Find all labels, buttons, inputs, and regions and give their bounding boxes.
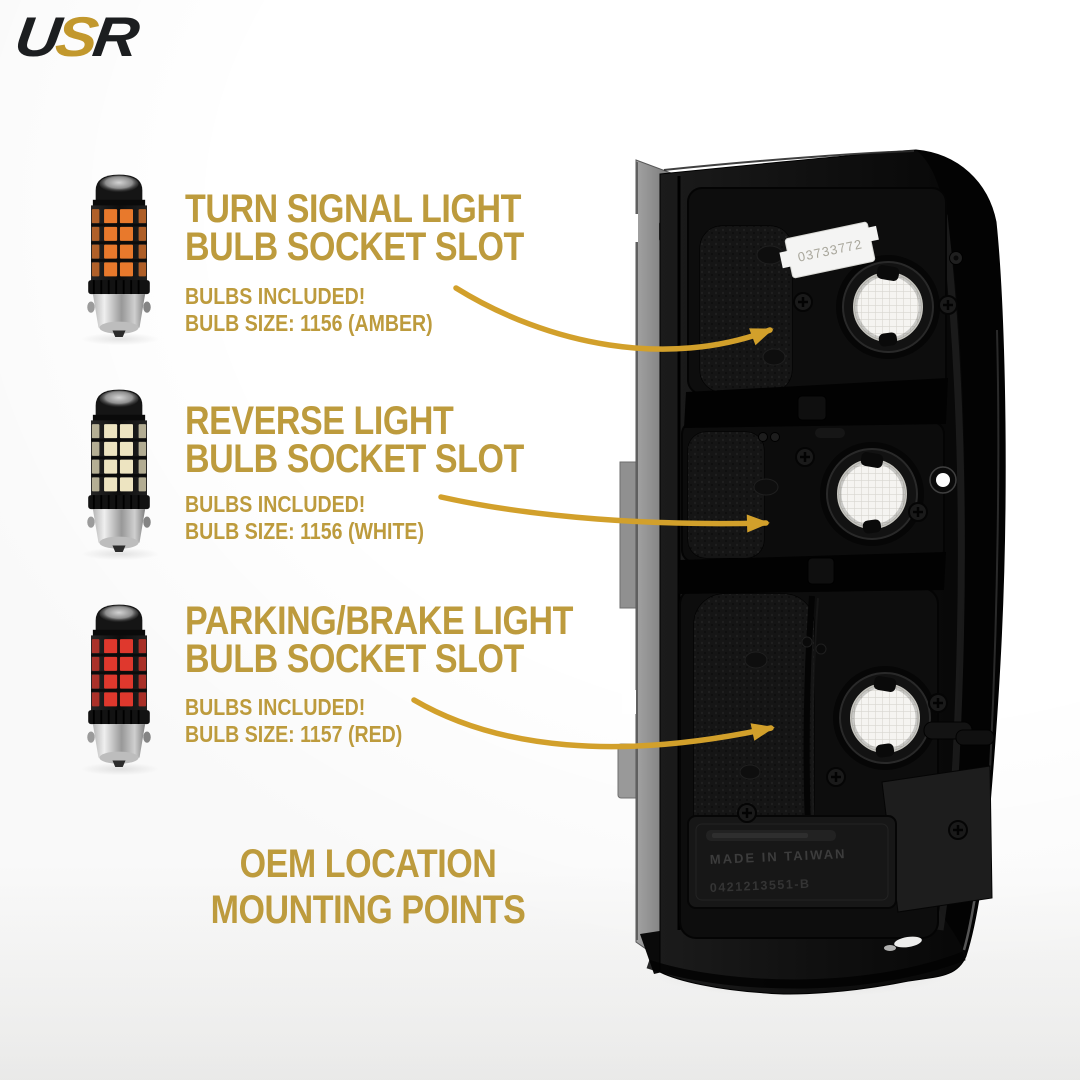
- brand-logo: USR: [11, 4, 139, 69]
- drain-hole: [929, 466, 957, 494]
- bottom-rim: [646, 951, 966, 989]
- molding-divots: [739, 245, 827, 780]
- embossed-panel: MADE IN TAIWAN 0421213551-B: [687, 815, 897, 909]
- note-line: BULBS INCLUDED!: [185, 283, 366, 309]
- title-line: BULB SOCKET SLOT: [185, 225, 524, 269]
- tail-light-housing: MADE IN TAIWAN 0421213551-B: [617, 149, 1006, 995]
- title-line: REVERSE LIGHT: [185, 399, 454, 443]
- callout-note-turn-signal: BULBS INCLUDED! BULB SIZE: 1156 (AMBER): [185, 283, 476, 337]
- led-chips: [91, 209, 147, 277]
- white-led-bulb-svg: [87, 389, 151, 552]
- callout-title-reverse: REVERSE LIGHT BULB SOCKET SLOT: [185, 399, 584, 481]
- callout-title-parking-brake: PARKING/BRAKE LIGHT BULB SOCKET SLOT: [185, 599, 641, 681]
- reverse-socket-slot: [820, 442, 924, 546]
- title-line: BULB SOCKET SLOT: [185, 437, 524, 481]
- note-line: BULBS INCLUDED!: [185, 491, 366, 517]
- bulb-shadow: [64, 545, 176, 563]
- bulb-shadow: [64, 330, 176, 348]
- clip-tabs: [923, 721, 995, 746]
- red-led-bulb-svg: [87, 604, 151, 767]
- white-led-bulb-image: [77, 383, 161, 553]
- led-chips: [91, 424, 147, 492]
- embossed-part-number: 0421213551-B: [710, 877, 811, 895]
- led-chips: [91, 639, 147, 707]
- red-led-bulb-image: [77, 598, 161, 768]
- title-line: TURN SIGNAL LIGHT: [185, 187, 521, 231]
- footer-line: MOUNTING POINTS: [210, 888, 526, 932]
- tail-light-housing-photo: MADE IN TAIWAN 0421213551-B: [617, 149, 1006, 995]
- note-line: BULB SIZE: 1156 (WHITE): [185, 518, 424, 544]
- note-line: BULB SIZE: 1157 (RED): [185, 721, 403, 747]
- turn-signal-socket-slot: [836, 255, 940, 359]
- footer-line: OEM LOCATION: [239, 842, 497, 886]
- callout-note-parking-brake: BULBS INCLUDED! BULB SIZE: 1157 (RED): [185, 694, 441, 748]
- part-sticker: 03733772: [779, 221, 879, 279]
- callout-note-reverse: BULBS INCLUDED! BULB SIZE: 1156 (WHITE): [185, 491, 466, 545]
- title-line: PARKING/BRAKE LIGHT: [185, 599, 573, 643]
- bulb-shadow: [64, 760, 176, 778]
- parking-brake-socket-slot: [833, 666, 937, 770]
- molding-nubs: [758, 251, 963, 442]
- note-line: BULB SIZE: 1156 (AMBER): [185, 310, 433, 336]
- amber-led-bulb-image: [77, 168, 161, 338]
- title-line: BULB SOCKET SLOT: [185, 637, 524, 681]
- embossed-made-in-taiwan: MADE IN TAIWAN: [709, 846, 846, 867]
- amber-led-bulb-svg: [87, 174, 151, 337]
- footer-caption: OEM LOCATION MOUNTING POINTS: [148, 841, 588, 933]
- top-rim-sheen: [663, 150, 915, 171]
- lower-wedge: [881, 765, 993, 913]
- callout-title-turn-signal: TURN SIGNAL LIGHT BULB SOCKET SLOT: [185, 187, 584, 269]
- screws: [737, 292, 968, 840]
- bay-separators: [678, 378, 948, 594]
- note-line: BULBS INCLUDED!: [185, 694, 366, 720]
- edge-scuffs: [884, 936, 922, 951]
